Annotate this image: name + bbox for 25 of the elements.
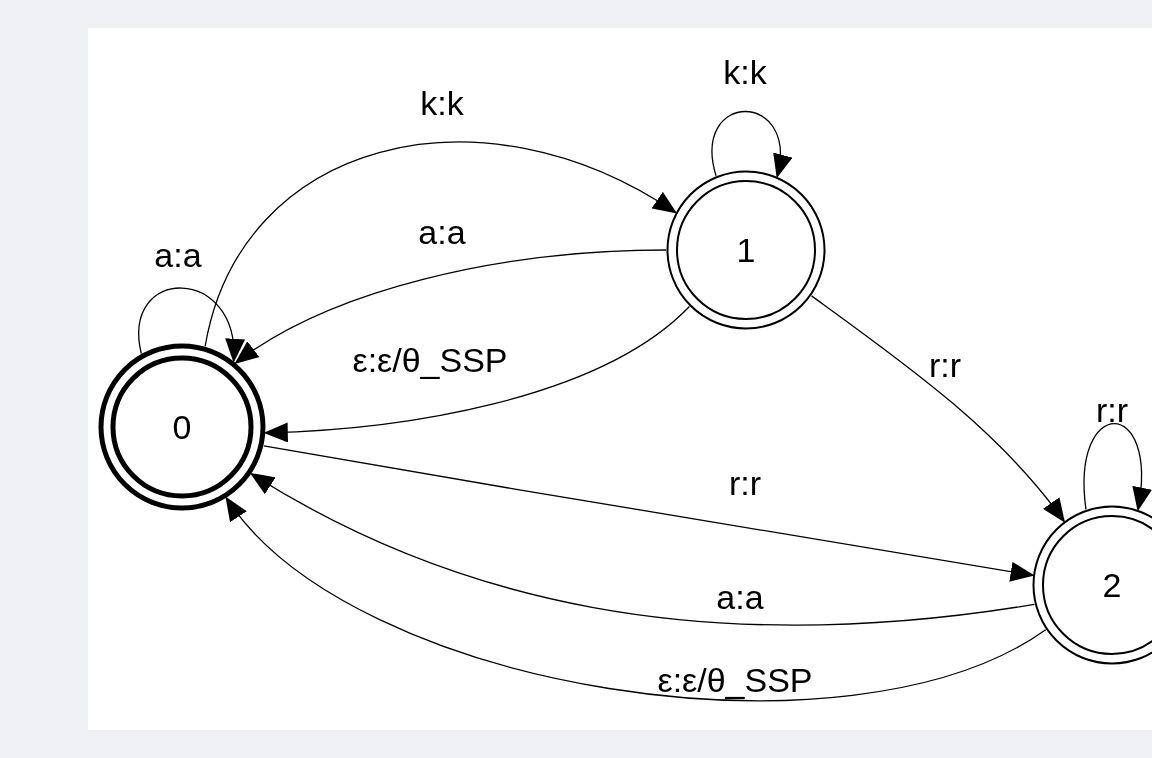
arrow (263, 445, 1035, 582)
state-label: 2 (1102, 568, 1122, 602)
state-label: 0 (172, 410, 192, 444)
state-label: 1 (736, 233, 756, 267)
edge-label: a:a (153, 238, 203, 272)
edge-label: k:k (722, 55, 768, 89)
edge-label: k:k (419, 86, 465, 120)
edge-label: a:a (417, 215, 467, 249)
edge-label: r:r (727, 466, 763, 500)
state-circle (98, 343, 266, 511)
edge-label: a:a (715, 580, 765, 614)
edge-label: ε:ε/θ_SSP (656, 663, 814, 697)
arrow (138, 287, 243, 363)
arrow (249, 472, 1036, 626)
arrow (1083, 422, 1151, 512)
arrow (263, 305, 691, 443)
edge-label: r:r (927, 348, 963, 382)
edge-label: r:r (1094, 393, 1130, 427)
arrow (225, 496, 1047, 702)
arrow (810, 295, 1066, 523)
edge-label: ε:ε/θ_SSP (351, 343, 509, 377)
state-circle (666, 170, 826, 330)
arrow (234, 249, 667, 364)
arrow (711, 110, 791, 179)
arrow (204, 141, 678, 347)
